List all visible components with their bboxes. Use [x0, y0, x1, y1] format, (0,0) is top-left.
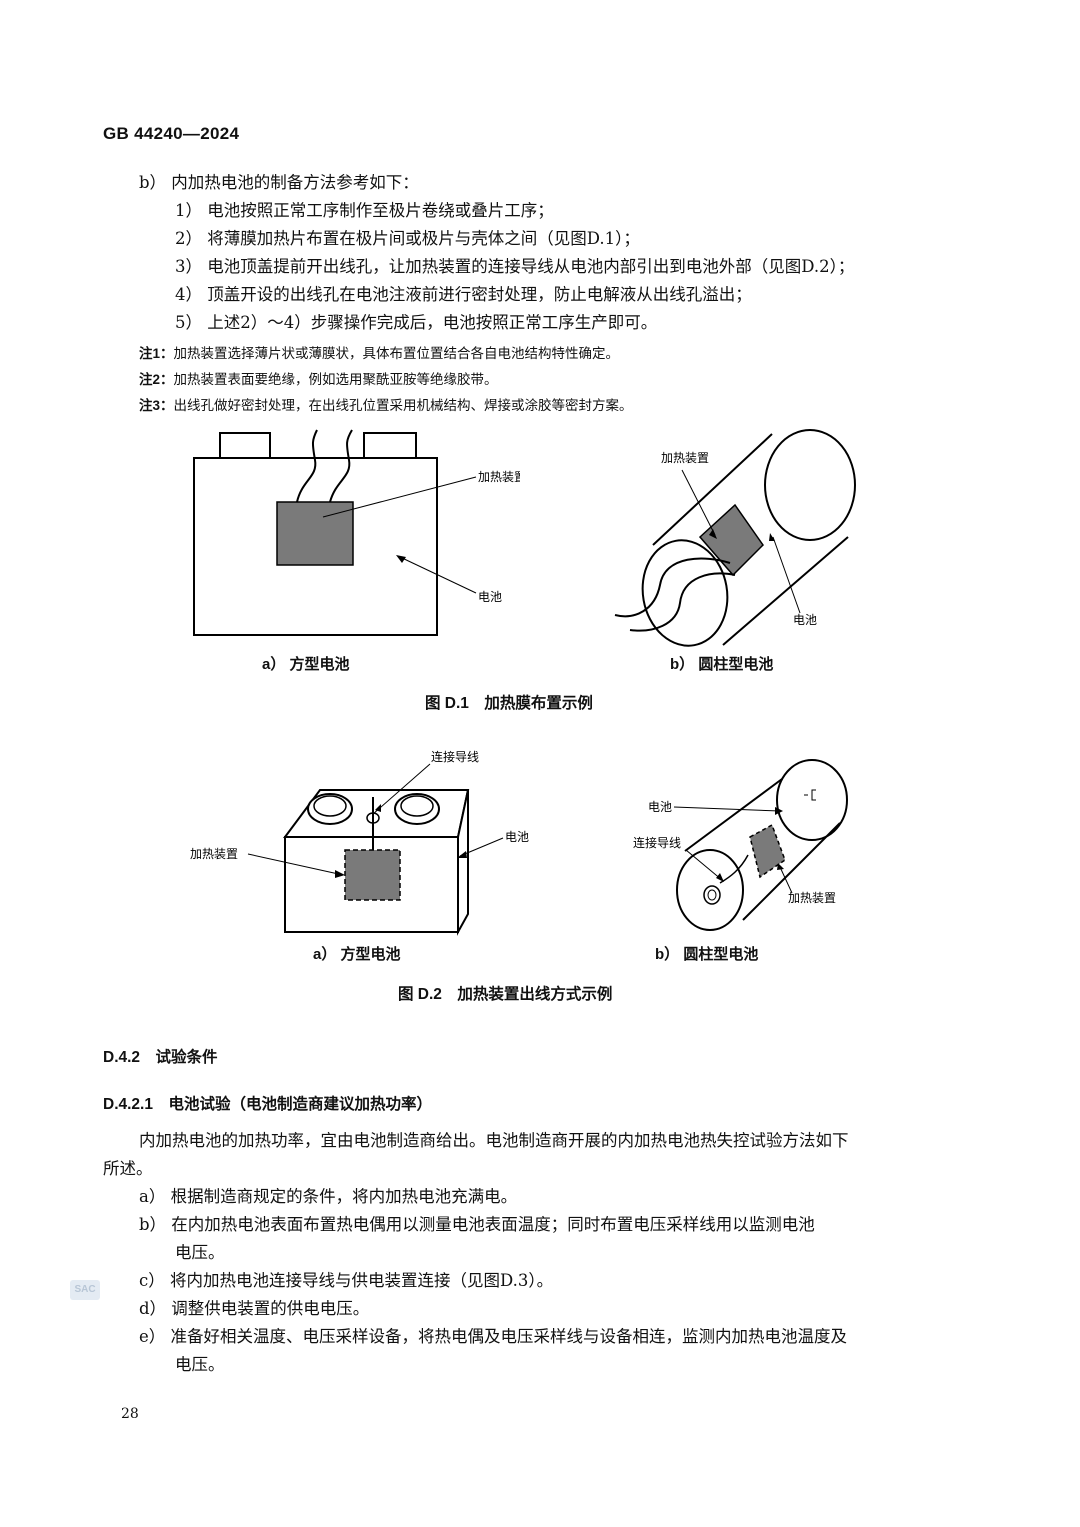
body-paragraph: 所述。 [103, 1159, 153, 1178]
list-item: 电压。 [175, 1243, 225, 1262]
heater-label: 加热装置 [661, 451, 709, 465]
heater-label: 加热装置 [190, 847, 238, 861]
prep-step: 5） 上述2）～4）步骤操作完成后，电池按照正常工序生产即可。 [175, 313, 658, 332]
section-heading-d421: D.4.2.1 电池试验（电池制造商建议加热功率） [103, 1096, 432, 1113]
list-item: 电压。 [175, 1355, 225, 1374]
list-item: b） 在内加热电池表面布置热电偶用以测量电池表面温度；同时布置电压采样线用以监测… [139, 1215, 815, 1234]
list-item: a） 根据制造商规定的条件，将内加热电池充满电。 [139, 1187, 518, 1206]
prep-title: b） 内加热电池的制备方法参考如下： [139, 173, 419, 192]
note-2: 注2：加热装置表面要绝缘，例如选用聚酰亚胺等绝缘胶带。 [139, 372, 498, 388]
battery-label: 电池 [478, 590, 502, 604]
battery-label: 电池 [793, 613, 817, 627]
heater-label: 加热装置 [478, 470, 520, 484]
standard-code: GB 44240—2024 [103, 124, 240, 143]
figure-d2-title: 图 D.2 加热装置出线方式示例 [398, 986, 613, 1003]
watermark-logo: SAC [70, 1280, 100, 1300]
list-item: e） 准备好相关温度、电压采样设备，将热电偶及电压采样线与设备相连，监测内加热电… [139, 1327, 848, 1346]
battery-label: 电池 [505, 830, 529, 844]
wire-label: 连接导线 [431, 749, 479, 764]
heater-label: 加热装置 [788, 891, 836, 905]
wire-label: 连接导线 [633, 835, 681, 850]
battery-label: 电池 [648, 800, 672, 814]
section-heading-d42: D.4.2 试验条件 [103, 1049, 218, 1066]
list-item: c） 将内加热电池连接导线与供电装置连接（见图D.3）。 [139, 1271, 554, 1290]
prep-step: 4） 顶盖开设的出线孔在电池注液前进行密封处理，防止电解液从出线孔溢出； [175, 285, 752, 304]
figure-d1-title: 图 D.1 加热膜布置示例 [425, 695, 593, 712]
list-item: d） 调整供电装置的供电电压。 [139, 1299, 370, 1318]
note-3: 注3：出线孔做好密封处理，在出线孔位置采用机械结构、焊接或涂胶等密封方案。 [139, 398, 633, 414]
note-1: 注1：加热装置选择薄片状或薄膜状，具体布置位置结合各自电池结构特性确定。 [139, 346, 620, 362]
prep-step: 1） 电池按照正常工序制作至极片卷绕或叠片工序； [175, 201, 554, 220]
figure-d2b-cylindrical: 电池 连接导线 加热装置 [633, 759, 848, 931]
figure-d2a-caption: a） 方型电池 [313, 946, 401, 963]
figure-d2b-caption: b） 圆柱型电池 [655, 946, 759, 963]
prep-step: 3） 电池顶盖提前开出线孔，让加热装置的连接导线从电池内部引出到电池外部（见图D… [175, 257, 855, 276]
figure-d1a-prismatic: 加热装置 电池 [193, 429, 520, 636]
body-paragraph: 内加热电池的加热功率，宜由电池制造商给出。电池制造商开展的内加热电池热失控试验方… [139, 1131, 849, 1150]
figure-d1b-caption: b） 圆柱型电池 [670, 656, 774, 673]
figure-d2a-prismatic: 连接导线 电池 加热装置 [190, 749, 529, 936]
page-number: 28 [121, 1406, 139, 1422]
figure-d1a-caption: a） 方型电池 [262, 656, 350, 673]
prep-step: 2） 将薄膜加热片布置在极片间或极片与壳体之间（见图D.1）； [175, 229, 640, 248]
figure-d1b-cylindrical: 加热装置 电池 [614, 429, 856, 647]
